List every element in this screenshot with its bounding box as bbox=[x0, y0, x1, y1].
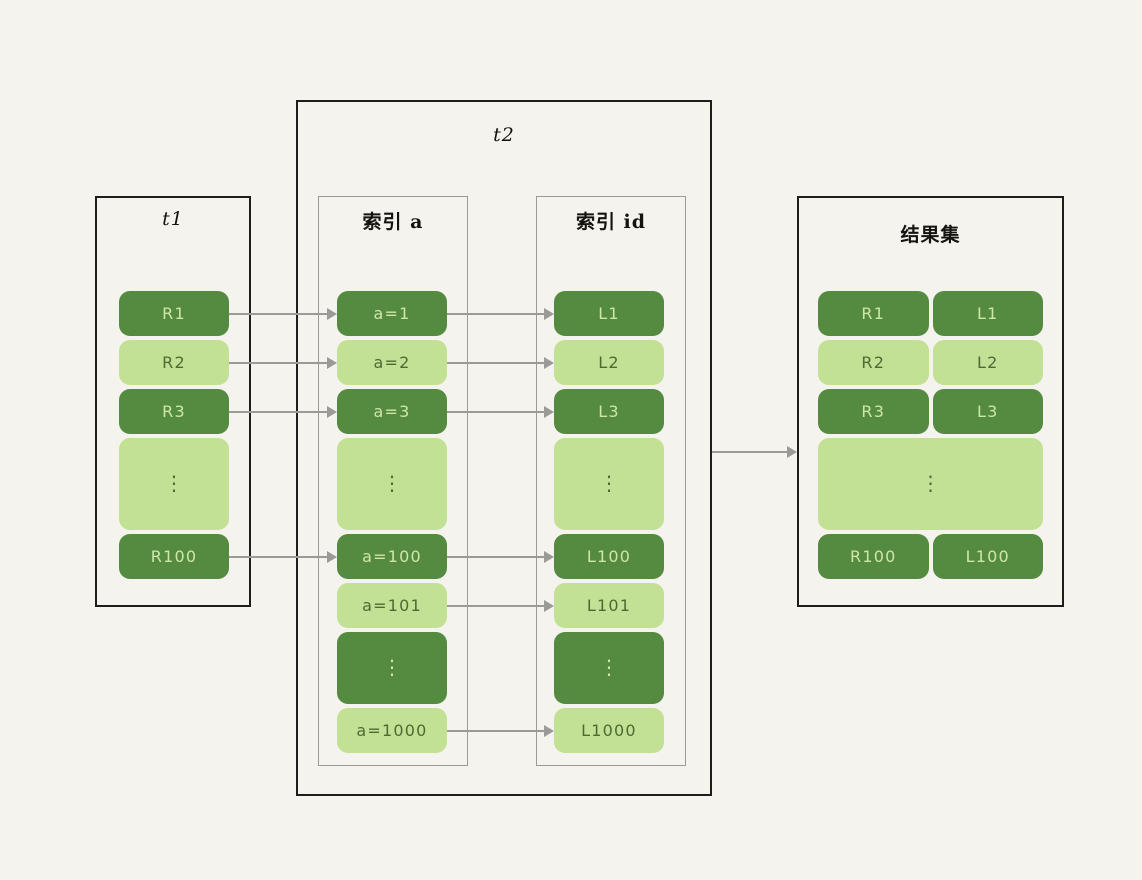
cell-result-ellipsis-3: ⋮ bbox=[818, 438, 1043, 530]
cell-label: a=2 bbox=[373, 353, 411, 372]
cell-label: L1000 bbox=[581, 721, 637, 740]
connector-a-1000-to-L1000-line bbox=[447, 729, 544, 732]
cell-label: L1 bbox=[977, 304, 999, 323]
panel-result-set: 结果集 bbox=[797, 196, 1064, 607]
cell-label: a=100 bbox=[362, 547, 422, 566]
connector-R100-to-a-100-arrowhead bbox=[327, 550, 337, 563]
cell-index-id-L2: L2 bbox=[554, 340, 664, 385]
cell-label: L2 bbox=[977, 353, 999, 372]
cell-label: R2 bbox=[861, 353, 886, 372]
cell-index-a-a-1000: a=1000 bbox=[337, 708, 447, 753]
connector-a-100-to-L100-line bbox=[447, 555, 544, 558]
cell-index-a-a-2: a=2 bbox=[337, 340, 447, 385]
cell-index-a-a-1: a=1 bbox=[337, 291, 447, 336]
cell-result-R3: R3 bbox=[818, 389, 929, 434]
cell-label: L3 bbox=[598, 402, 620, 421]
connector-R100-to-a-100-line bbox=[229, 555, 327, 558]
connector-a-101-to-L101-arrowhead bbox=[544, 599, 554, 612]
panel-t1-title: t1 bbox=[162, 208, 184, 230]
panel-index-id: 索引 id bbox=[536, 196, 686, 766]
connector-a-1000-to-L1000-arrowhead bbox=[544, 724, 554, 737]
cell-t1-ellipsis-3: ⋮ bbox=[119, 438, 229, 530]
cell-index-id-ellipsis-6: ⋮ bbox=[554, 632, 664, 704]
connector-R2-to-a-2-arrowhead bbox=[327, 356, 337, 369]
cell-result-L3: L3 bbox=[932, 389, 1043, 434]
connector-t2-to-result-set-arrowhead bbox=[787, 446, 797, 458]
connector-a-1-to-L1-line bbox=[447, 312, 544, 315]
cell-label: R2 bbox=[162, 353, 186, 372]
cell-label: a=1000 bbox=[356, 721, 428, 740]
cell-result-L100: L100 bbox=[932, 534, 1043, 579]
connector-a-3-to-L3-arrowhead bbox=[544, 405, 554, 418]
connector-a-2-to-L2-arrowhead bbox=[544, 356, 554, 369]
ellipsis-icon: ⋮ bbox=[382, 654, 402, 679]
panel-index-a: 索引 a bbox=[318, 196, 468, 766]
ellipsis-icon: ⋮ bbox=[599, 470, 619, 495]
connector-a-100-to-L100-arrowhead bbox=[544, 550, 554, 563]
cell-label: L100 bbox=[965, 547, 1010, 566]
cell-index-a-a-100: a=100 bbox=[337, 534, 447, 579]
cell-label: a=3 bbox=[373, 402, 411, 421]
cell-t1-R3: R3 bbox=[119, 389, 229, 434]
cell-index-a-ellipsis-3: ⋮ bbox=[337, 438, 447, 530]
cell-index-id-L1000: L1000 bbox=[554, 708, 664, 753]
connector-a-2-to-L2-line bbox=[447, 361, 544, 364]
cell-result-R2: R2 bbox=[818, 340, 929, 385]
cell-index-id-L100: L100 bbox=[554, 534, 664, 579]
cell-index-id-ellipsis-3: ⋮ bbox=[554, 438, 664, 530]
cell-result-R100: R100 bbox=[818, 534, 929, 579]
cell-label: R100 bbox=[850, 547, 897, 566]
connector-R1-to-a-1-arrowhead bbox=[327, 307, 337, 320]
cell-label: L101 bbox=[586, 596, 632, 615]
connector-t2-to-result-set-line bbox=[712, 451, 787, 453]
cell-index-a-a-3: a=3 bbox=[337, 389, 447, 434]
cell-t1-R1: R1 bbox=[119, 291, 229, 336]
cell-label: a=1 bbox=[373, 304, 411, 323]
cell-index-id-L1: L1 bbox=[554, 291, 664, 336]
panel-result-set-title: 结果集 bbox=[900, 224, 961, 246]
cell-index-a-ellipsis-6: ⋮ bbox=[337, 632, 447, 704]
cell-result-L2: L2 bbox=[932, 340, 1043, 385]
cell-label: R3 bbox=[861, 402, 886, 421]
ellipsis-icon: ⋮ bbox=[599, 654, 619, 679]
cell-label: L2 bbox=[598, 353, 620, 372]
cell-label: R100 bbox=[150, 547, 198, 566]
cell-index-id-L101: L101 bbox=[554, 583, 664, 628]
connector-R3-to-a-3-line bbox=[229, 410, 327, 413]
panel-index-id-title: 索引 id bbox=[575, 211, 647, 233]
connector-a-101-to-L101-line bbox=[447, 604, 544, 607]
connector-R2-to-a-2-line bbox=[229, 361, 327, 364]
cell-index-id-L3: L3 bbox=[554, 389, 664, 434]
cell-label: L1 bbox=[598, 304, 620, 323]
connector-R3-to-a-3-arrowhead bbox=[327, 405, 337, 418]
ellipsis-icon: ⋮ bbox=[382, 470, 402, 495]
panel-t1: t1 bbox=[95, 196, 251, 607]
cell-result-R1: R1 bbox=[818, 291, 929, 336]
connector-a-3-to-L3-line bbox=[447, 410, 544, 413]
cell-t1-R2: R2 bbox=[119, 340, 229, 385]
ellipsis-icon: ⋮ bbox=[920, 470, 941, 495]
cell-label: L100 bbox=[586, 547, 632, 566]
cell-label: L3 bbox=[977, 402, 999, 421]
connector-a-1-to-L1-arrowhead bbox=[544, 307, 554, 320]
cell-t1-R100: R100 bbox=[119, 534, 229, 579]
cell-result-L1: L1 bbox=[932, 291, 1043, 336]
panel-index-a-title: 索引 a bbox=[362, 211, 424, 233]
cell-index-a-a-101: a=101 bbox=[337, 583, 447, 628]
cell-label: a=101 bbox=[362, 596, 422, 615]
ellipsis-icon: ⋮ bbox=[164, 470, 184, 495]
panel-t2-title: t2 bbox=[493, 124, 515, 146]
cell-label: R3 bbox=[162, 402, 186, 421]
cell-label: R1 bbox=[162, 304, 186, 323]
panel-t2: t2 bbox=[296, 100, 712, 796]
cell-label: R1 bbox=[861, 304, 886, 323]
connector-R1-to-a-1-line bbox=[229, 312, 327, 315]
